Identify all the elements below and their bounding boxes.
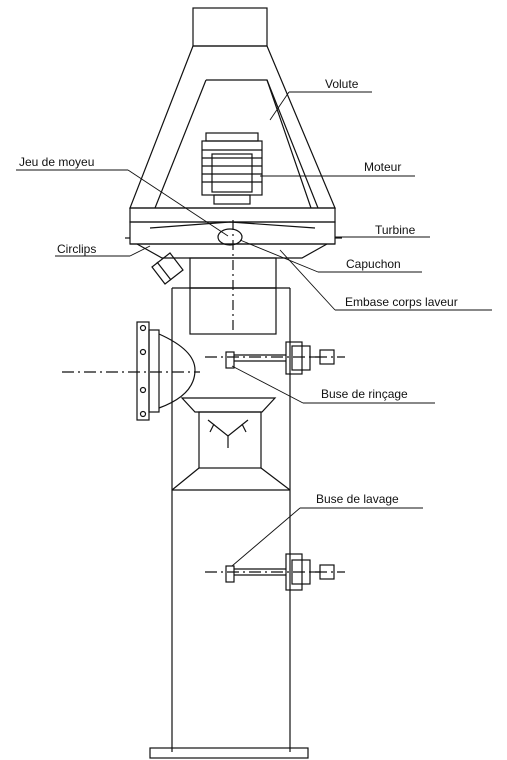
washer-base [189,220,277,335]
label-buse-de-rincage: Buse de rinçage [321,387,408,401]
internal-cone [171,397,291,491]
label-moteur: Moteur [364,160,402,174]
motor [201,132,263,205]
wash-nozzle [205,553,345,591]
label-embase-corps-laveur: Embase corps laveur [345,295,458,309]
outlet-duct [192,7,268,47]
leader-lines [16,91,492,567]
washer-column [149,287,309,759]
label-turbine: Turbine [375,223,416,237]
drain-spout [151,252,184,285]
rinse-nozzle [205,341,345,375]
label-circlips: Circlips [57,242,97,256]
label-volute: Volute [325,77,359,91]
label-jeu-de-moyeu: Jeu de moyeu [19,155,95,169]
inspection-door [62,321,200,421]
volute-housing [129,45,336,209]
turbine [125,207,342,259]
label-buse-de-lavage: Buse de lavage [316,492,399,506]
label-capuchon: Capuchon [346,257,401,271]
